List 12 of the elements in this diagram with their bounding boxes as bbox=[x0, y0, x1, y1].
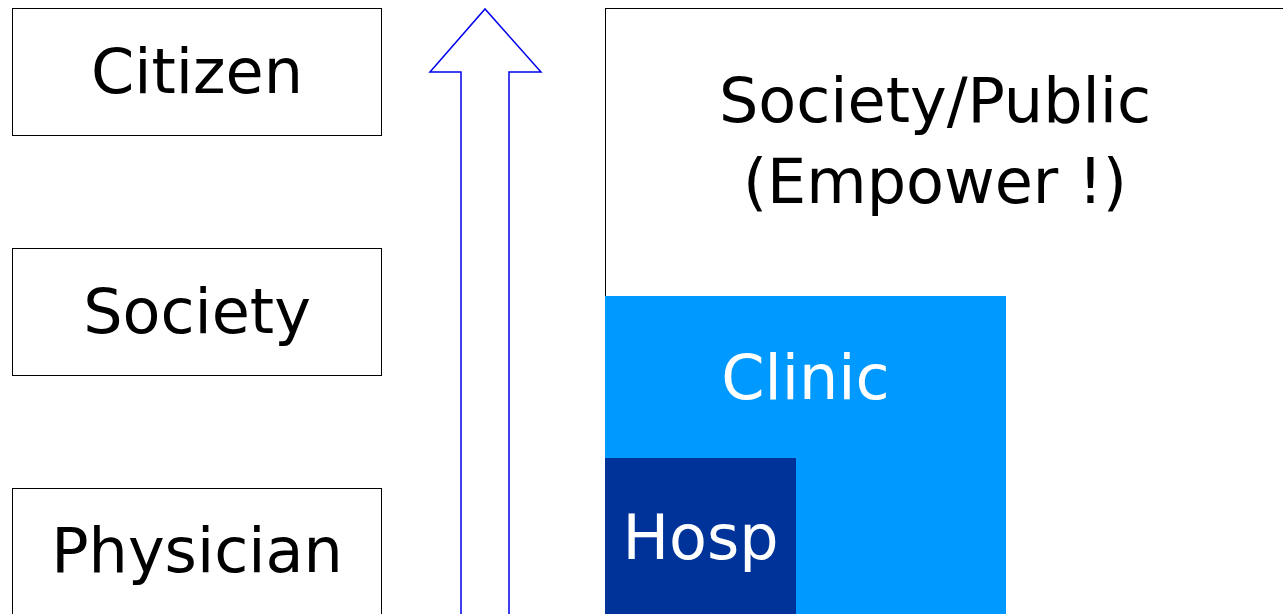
level-box bbox=[12, 8, 382, 136]
node-label: Clinic bbox=[721, 340, 890, 416]
level-box bbox=[12, 248, 382, 376]
node-label: Society/Public (Empower !) bbox=[717, 63, 1153, 220]
node-label: Physician bbox=[51, 513, 343, 589]
scope-box bbox=[605, 8, 1283, 614]
node-label: Citizen bbox=[90, 33, 303, 110]
level-box bbox=[12, 488, 382, 614]
scope-box bbox=[605, 296, 1006, 614]
scope-box bbox=[605, 458, 796, 614]
node-label: Society bbox=[83, 273, 311, 350]
node-label: Hosp bbox=[622, 500, 779, 576]
